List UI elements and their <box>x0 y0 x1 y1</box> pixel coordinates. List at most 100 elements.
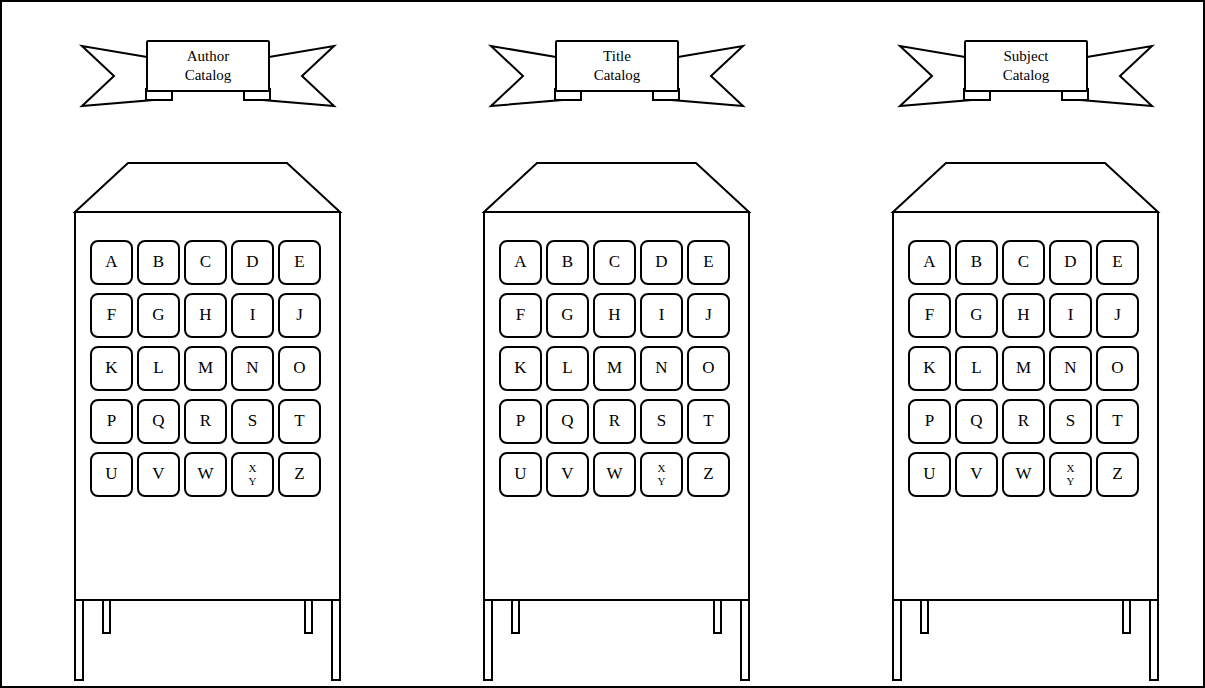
drawer-label: F <box>499 293 542 338</box>
drawer-label: X Y <box>231 452 274 497</box>
drawer-label: U <box>908 452 951 497</box>
cabinet <box>484 163 749 680</box>
drawer-label: V <box>955 452 998 497</box>
drawer-letter: Z <box>703 465 713 484</box>
drawer-letter: N <box>655 359 667 378</box>
drawer-label: K <box>499 346 542 391</box>
drawer-label: A <box>499 240 542 285</box>
drawer-letter: R <box>1018 412 1029 431</box>
drawer-label: Z <box>278 452 321 497</box>
drawer-label: V <box>137 452 180 497</box>
drawer-letter: I <box>1068 306 1074 325</box>
drawer-label: M <box>184 346 227 391</box>
drawer-label: C <box>1002 240 1045 285</box>
drawer-letter: U <box>514 465 526 484</box>
drawer-label: A <box>90 240 133 285</box>
drawer-letter: Q <box>561 412 573 431</box>
drawer-label: Z <box>1096 452 1139 497</box>
cabinet <box>75 163 340 680</box>
drawer-label: K <box>90 346 133 391</box>
drawer-label: E <box>687 240 730 285</box>
drawer-label: O <box>1096 346 1139 391</box>
drawer-letter: U <box>105 465 117 484</box>
drawer-letter: B <box>562 253 573 272</box>
drawer-letter: C <box>1018 253 1029 272</box>
drawer-letter: E <box>294 253 304 272</box>
drawer-letter: E <box>703 253 713 272</box>
drawer-label: R <box>593 399 636 444</box>
cabinet <box>893 163 1158 680</box>
drawer-letter: D <box>246 253 258 272</box>
drawer-letter: V <box>561 465 573 484</box>
drawer-label: K <box>908 346 951 391</box>
drawer-letter: V <box>970 465 982 484</box>
drawer-letter: N <box>1064 359 1076 378</box>
drawer-letter: M <box>198 359 213 378</box>
drawer-label: L <box>137 346 180 391</box>
drawer-label: L <box>546 346 589 391</box>
drawer-label: R <box>1002 399 1045 444</box>
drawer-letter: L <box>971 359 981 378</box>
drawer-label: I <box>231 293 274 338</box>
drawer-letter: K <box>923 359 935 378</box>
drawer-label: E <box>1096 240 1139 285</box>
drawer-letter: T <box>1112 412 1122 431</box>
drawer-letter: O <box>1111 359 1123 378</box>
drawer-letter: A <box>514 253 526 272</box>
drawer-letter: O <box>702 359 714 378</box>
drawer-label: Q <box>137 399 180 444</box>
drawer-letter: I <box>250 306 256 325</box>
drawer-label: I <box>1049 293 1092 338</box>
drawer-letter: S <box>248 412 257 431</box>
drawer-label: O <box>278 346 321 391</box>
drawer-label: C <box>593 240 636 285</box>
drawer-letter: J <box>705 306 712 325</box>
drawer-label: A <box>908 240 951 285</box>
drawer-letter: L <box>153 359 163 378</box>
drawer-letter: X Y <box>657 462 667 486</box>
drawer-letter: F <box>516 306 525 325</box>
drawer-label: G <box>546 293 589 338</box>
drawer-letter: B <box>971 253 982 272</box>
drawer-label: D <box>231 240 274 285</box>
drawer-letter: B <box>153 253 164 272</box>
drawer-letter: T <box>703 412 713 431</box>
drawer-letter: O <box>293 359 305 378</box>
drawer-label: J <box>1096 293 1139 338</box>
catalog-title: Subject Catalog <box>991 47 1061 85</box>
drawer-label: V <box>546 452 589 497</box>
drawer-label: J <box>278 293 321 338</box>
drawer-letter: Q <box>152 412 164 431</box>
drawer-label: N <box>231 346 274 391</box>
catalog-banner: Author Catalog <box>146 40 270 92</box>
drawer-letter: N <box>246 359 258 378</box>
drawer-label: M <box>593 346 636 391</box>
drawer-letter: U <box>923 465 935 484</box>
drawer-label: Z <box>687 452 730 497</box>
drawer-label: M <box>1002 346 1045 391</box>
drawer-label: T <box>687 399 730 444</box>
drawer-label: J <box>687 293 730 338</box>
drawer-letter: W <box>197 465 213 484</box>
drawer-letter: F <box>925 306 934 325</box>
drawer-label: T <box>1096 399 1139 444</box>
drawer-label: H <box>1002 293 1045 338</box>
drawer-letter: Z <box>294 465 304 484</box>
drawer-label: R <box>184 399 227 444</box>
drawer-label: L <box>955 346 998 391</box>
drawer-label: I <box>640 293 683 338</box>
drawer-letter: K <box>105 359 117 378</box>
drawer-letter: H <box>199 306 211 325</box>
drawer-label: G <box>955 293 998 338</box>
drawer-label: W <box>593 452 636 497</box>
drawer-letter: L <box>562 359 572 378</box>
drawer-letter: Q <box>970 412 982 431</box>
catalog-title: Author Catalog <box>173 47 243 85</box>
drawer-letter: G <box>152 306 164 325</box>
catalog-banner: Title Catalog <box>555 40 679 92</box>
drawer-letter: S <box>1066 412 1075 431</box>
drawer-label: P <box>90 399 133 444</box>
drawer-label: G <box>137 293 180 338</box>
drawer-letter: C <box>609 253 620 272</box>
